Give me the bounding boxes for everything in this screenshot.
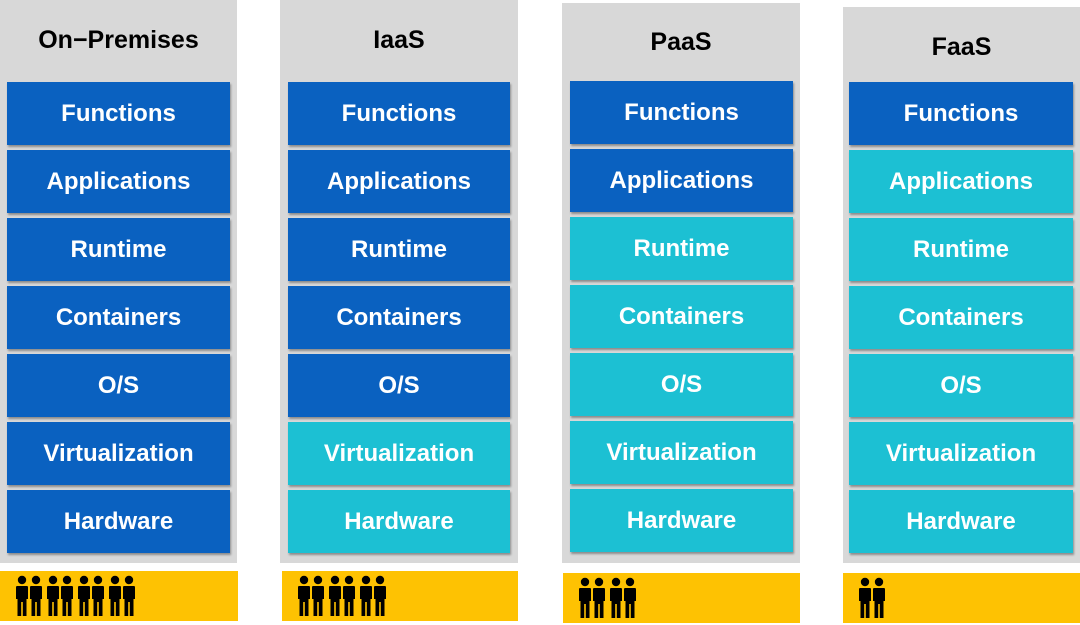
layer-applications: Applications — [288, 150, 510, 213]
layer-os: O/S — [288, 354, 510, 417]
person-icon — [78, 575, 90, 617]
column-faas: FaaS Functions Applications Runtime Cont… — [843, 7, 1080, 563]
column-title: PaaS — [650, 28, 712, 56]
layer-hardware: Hardware — [570, 489, 793, 552]
layer-runtime: Runtime — [570, 217, 793, 280]
layer-functions: Functions — [570, 81, 793, 144]
layer-applications: Applications — [7, 150, 230, 213]
column-paas: PaaS Functions Applications Runtime Cont… — [562, 3, 800, 563]
people-bar-on-premises — [0, 571, 238, 621]
layer-containers: Containers — [7, 286, 230, 349]
person-icon — [610, 577, 622, 619]
layer-os: O/S — [570, 353, 793, 416]
layer-hardware: Hardware — [849, 490, 1073, 553]
layer-runtime: Runtime — [7, 218, 230, 281]
person-icon — [109, 575, 121, 617]
people-bar-paas — [563, 573, 800, 623]
layer-hardware: Hardware — [288, 490, 510, 553]
person-icon — [123, 575, 135, 617]
layer-virtualization: Virtualization — [849, 422, 1073, 485]
column-title: IaaS — [373, 26, 425, 54]
layer-functions: Functions — [288, 82, 510, 145]
layer-hardware: Hardware — [7, 490, 230, 553]
person-icon — [47, 575, 59, 617]
people-bar-faas — [843, 573, 1080, 623]
column-on-premises: On−Premises Functions Applications Runti… — [0, 0, 237, 563]
layer-containers: Containers — [288, 286, 510, 349]
person-icon — [329, 575, 341, 617]
person-icon — [343, 575, 355, 617]
layer-applications: Applications — [849, 150, 1073, 213]
layer-runtime: Runtime — [849, 218, 1073, 281]
column-iaas: IaaS Functions Applications Runtime Cont… — [280, 0, 518, 563]
layer-runtime: Runtime — [288, 218, 510, 281]
column-title: FaaS — [931, 33, 992, 61]
person-icon — [374, 575, 386, 617]
person-icon — [298, 575, 310, 617]
column-title: On−Premises — [38, 26, 199, 54]
person-icon — [873, 577, 885, 619]
person-icon — [312, 575, 324, 617]
person-icon — [593, 577, 605, 619]
layer-os: O/S — [849, 354, 1073, 417]
person-icon — [92, 575, 104, 617]
person-icon — [30, 575, 42, 617]
layer-functions: Functions — [849, 82, 1073, 145]
layer-applications: Applications — [570, 149, 793, 212]
layer-containers: Containers — [849, 286, 1073, 349]
person-icon — [16, 575, 28, 617]
layer-os: O/S — [7, 354, 230, 417]
layer-functions: Functions — [7, 82, 230, 145]
person-icon — [624, 577, 636, 619]
layer-virtualization: Virtualization — [570, 421, 793, 484]
person-icon — [579, 577, 591, 619]
layer-containers: Containers — [570, 285, 793, 348]
layer-virtualization: Virtualization — [7, 422, 230, 485]
person-icon — [859, 577, 871, 619]
person-icon — [360, 575, 372, 617]
people-bar-iaas — [282, 571, 518, 621]
layer-virtualization: Virtualization — [288, 422, 510, 485]
person-icon — [61, 575, 73, 617]
